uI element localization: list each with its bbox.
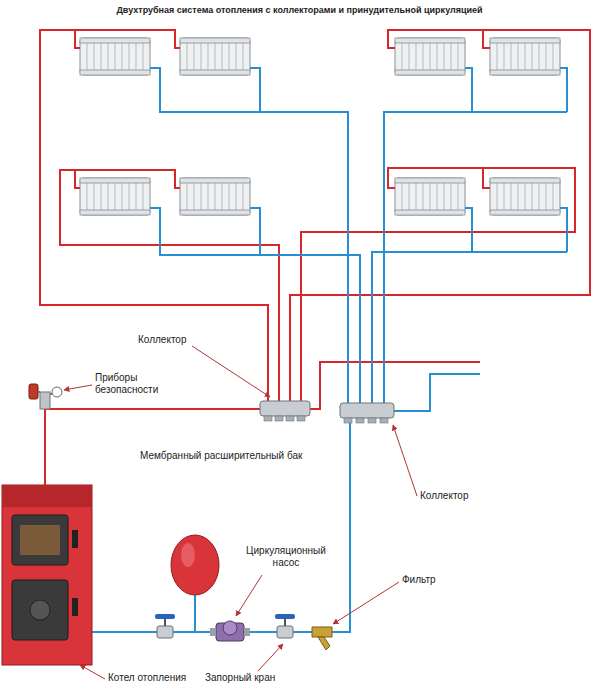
leader-line [258, 644, 283, 671]
safety-group [29, 384, 62, 409]
expansion-tank [181, 543, 195, 567]
shutoff-valve [275, 614, 295, 619]
return-pipes [92, 68, 567, 632]
callout-label: Запорный кран [205, 672, 300, 684]
leader-lines [64, 346, 417, 679]
leader-line [64, 385, 92, 390]
collector-right [340, 403, 394, 423]
safety-group [40, 392, 50, 409]
boiler [2, 485, 92, 665]
return-pipe [150, 68, 348, 404]
boiler [30, 600, 50, 620]
radiator [180, 38, 250, 75]
supply-pipe [40, 30, 268, 402]
callout-label: Приборы безопасности [95, 372, 173, 396]
return-pipe [92, 418, 350, 632]
supply-pipe [308, 362, 480, 409]
circulation-pump [223, 621, 237, 635]
supply-pipe [45, 409, 262, 485]
leader-line [236, 575, 262, 616]
filter [312, 627, 332, 637]
leader-line [333, 582, 399, 624]
shutoff-valve [275, 614, 295, 638]
shutoff-valve [157, 626, 173, 638]
collector-left [260, 401, 310, 416]
radiator [180, 178, 250, 215]
boiler [12, 580, 68, 640]
collector-right [368, 418, 376, 423]
radiator [395, 178, 465, 215]
shutoff-valve [155, 614, 175, 638]
supply-pipe [301, 168, 575, 402]
shutoff-valve [155, 614, 175, 619]
shutoff-valve [277, 626, 293, 638]
radiator [80, 178, 150, 215]
boiler [12, 515, 68, 565]
collector-left [275, 416, 283, 421]
filter [312, 627, 332, 650]
circulation-pump [210, 621, 250, 641]
circulation-pump [210, 628, 216, 636]
boiler [2, 485, 92, 665]
collector-right [344, 418, 352, 423]
boiler [72, 598, 78, 616]
collector-left [260, 401, 310, 421]
collector-left [264, 416, 272, 421]
leader-line [80, 665, 105, 679]
safety-group [29, 384, 38, 399]
return-pipe [384, 68, 567, 404]
collector-right [380, 418, 388, 423]
leader-line [192, 346, 270, 397]
supply-pipe [290, 30, 590, 402]
supply-pipes [40, 30, 590, 485]
leader-line [393, 425, 417, 496]
safety-group [50, 393, 52, 395]
boiler [72, 530, 78, 548]
expansion-tank [171, 535, 219, 595]
boiler [20, 525, 60, 555]
collector-left [286, 416, 294, 421]
radiator [395, 38, 465, 75]
safety-group [52, 387, 62, 397]
callout-label: Мембранный расширительный бак [140, 450, 350, 462]
diagram-title: Двухтрубная система отопления с коллекто… [0, 5, 599, 15]
safety-group [38, 391, 40, 393]
shutoff-valve [284, 618, 286, 626]
radiator [490, 178, 560, 215]
callout-label: Коллектор [138, 334, 208, 346]
return-pipe [150, 208, 360, 404]
shutoff-valve [164, 618, 166, 626]
return-pipe [392, 374, 480, 411]
collector-right [340, 403, 394, 418]
circulation-pump [244, 628, 250, 636]
callout-label: Фильтр [402, 574, 462, 586]
radiator [490, 38, 560, 75]
boiler [2, 485, 92, 507]
collector-right [356, 418, 364, 423]
supply-pipe [60, 170, 279, 402]
return-pipe [194, 595, 196, 632]
callout-label: Котел отопления [108, 672, 203, 684]
expansion-tank [171, 535, 219, 595]
callout-label: Циркуляционный насос [236, 545, 336, 569]
collector-left [297, 416, 305, 421]
filter [318, 637, 330, 650]
radiator [80, 38, 150, 75]
callout-label: Коллектор [420, 490, 500, 502]
